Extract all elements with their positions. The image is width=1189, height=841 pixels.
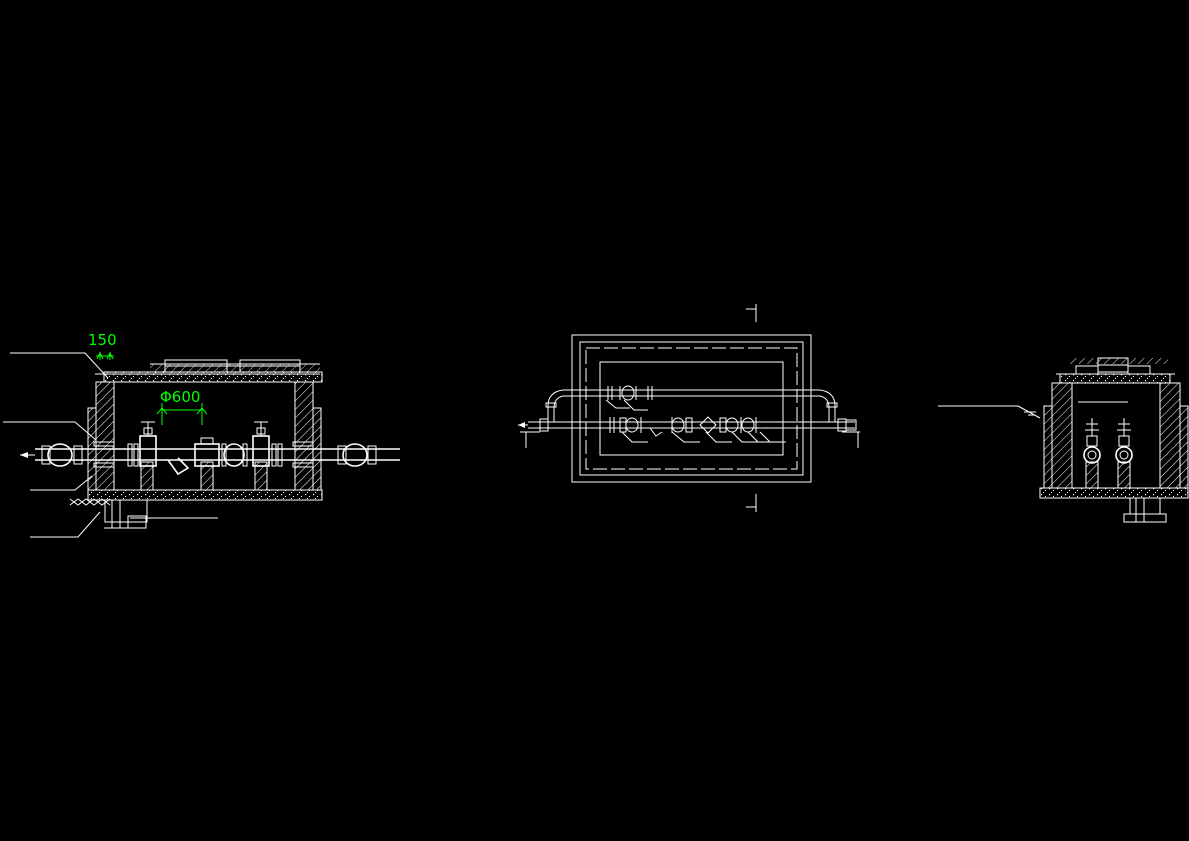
ground-surface-right — [1056, 357, 1175, 384]
side-valves — [1083, 418, 1133, 489]
base-slab — [69, 489, 323, 506]
section-markers — [520, 304, 860, 512]
sump-pit — [104, 499, 148, 529]
plan-view — [518, 304, 860, 512]
chamber-outlines — [571, 334, 812, 483]
dim-wall-thickness: 150 — [88, 331, 117, 349]
pipe-supports — [140, 461, 268, 491]
cover-slab — [103, 359, 323, 383]
chamber-walls-right — [1043, 382, 1189, 489]
side-section-view — [938, 357, 1189, 523]
main-pipeline-plan — [518, 416, 857, 443]
section-view: 150 Φ600 — [3, 331, 400, 538]
base-slab-right — [1039, 487, 1189, 523]
dimensions: 150 Φ600 — [88, 331, 208, 425]
dim-opening: Φ600 — [160, 388, 200, 406]
leader-lines-right — [938, 401, 1128, 419]
bypass-pipeline — [545, 385, 838, 422]
main-pipeline — [20, 421, 400, 476]
